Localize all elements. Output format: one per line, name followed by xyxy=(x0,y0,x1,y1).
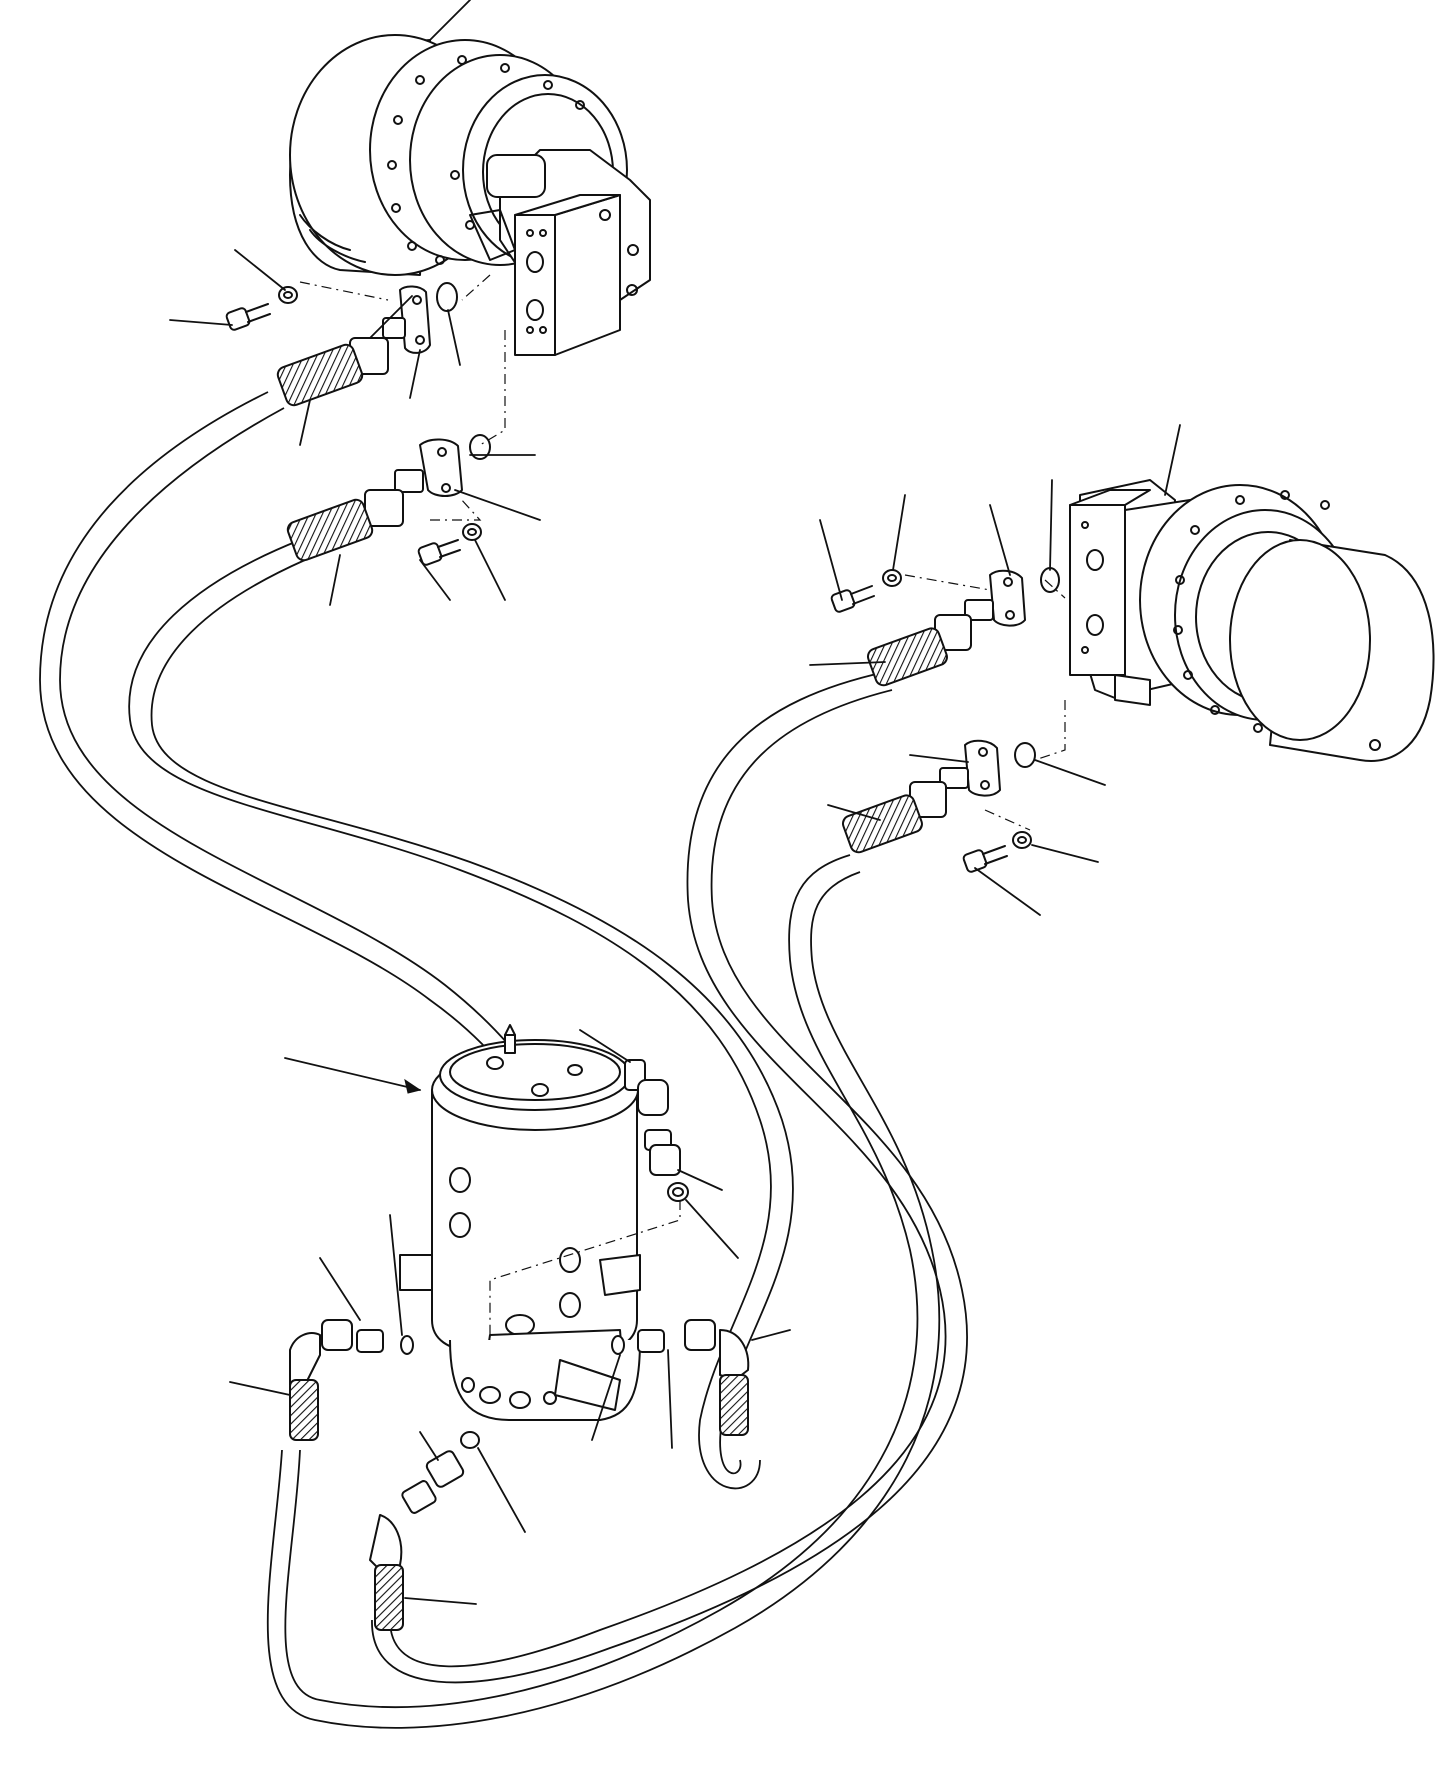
hose-right-upper xyxy=(371,671,968,1684)
travel-motor-upper-left xyxy=(289,34,651,356)
flange-fitting-upper-2 xyxy=(286,434,491,562)
flange-bolt-holes xyxy=(387,55,585,265)
centerline-upper-2 xyxy=(479,330,506,446)
centerline-right-3 xyxy=(984,809,1031,831)
swivel-left-fitting xyxy=(289,1319,414,1441)
flange-bolt-holes-right xyxy=(1173,490,1330,733)
bolt-upper-2 xyxy=(417,523,482,566)
travel-motor-right xyxy=(1069,479,1435,762)
leader-lines xyxy=(169,0,1181,1605)
swivel-joint xyxy=(399,1024,641,1421)
centerline-upper-3 xyxy=(430,497,482,521)
swivel-top-fitting xyxy=(624,1059,689,1202)
centerline-right-1 xyxy=(904,574,1066,599)
bolt-upper-1 xyxy=(225,286,298,331)
centerline-upper-1 xyxy=(299,274,491,301)
flange-fitting-right-1 xyxy=(866,567,1060,687)
swivel-right-fitting xyxy=(611,1319,750,1436)
hose-right-lower xyxy=(266,854,941,1729)
swivel-lower-fitting xyxy=(369,1431,480,1631)
centerline-swivel-1 xyxy=(489,1200,681,1340)
bolt-right-2 xyxy=(962,831,1032,873)
flange-fitting-upper-1 xyxy=(276,282,458,407)
bolt-right-1 xyxy=(830,569,902,613)
flange-fitting-right-2 xyxy=(841,739,1036,854)
centerline-right-2 xyxy=(1034,700,1066,761)
